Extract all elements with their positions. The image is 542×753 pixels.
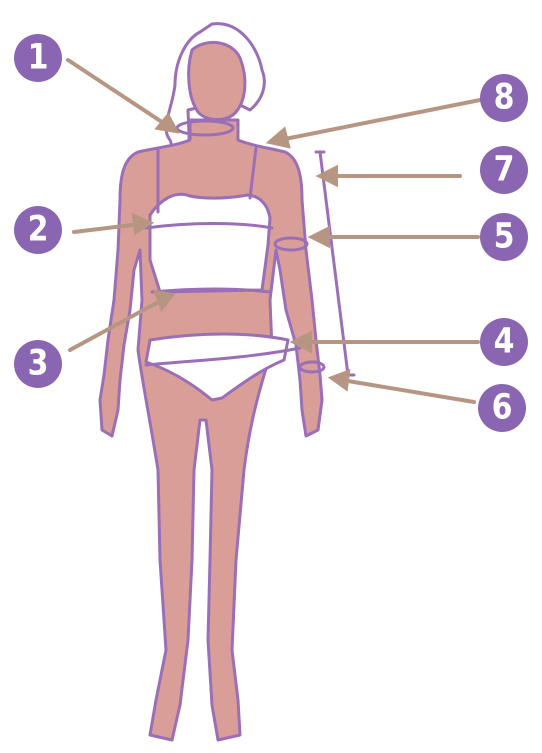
marker-6-label: 6: [492, 391, 513, 426]
arrow-1-line: [68, 60, 168, 126]
arrow-8-line: [280, 100, 480, 140]
marker-3: 3: [14, 340, 62, 388]
marker-2-label: 2: [28, 213, 49, 248]
marker-7: 7: [480, 146, 528, 194]
arrow-6-head: [332, 372, 348, 388]
marker-5-label: 5: [494, 220, 515, 255]
face: [189, 42, 245, 119]
marker-5: 5: [480, 213, 528, 261]
marker-4-label: 4: [494, 325, 515, 360]
marker-1-label: 1: [28, 41, 49, 76]
marker-8: 8: [480, 74, 528, 122]
marker-3-label: 3: [28, 347, 49, 382]
marker-7-label: 7: [494, 153, 515, 188]
marker-2: 2: [14, 206, 62, 254]
marker-1: 1: [14, 34, 62, 82]
arrow-6-line: [342, 380, 474, 402]
arrow-8-head: [270, 130, 288, 146]
marker-8-label: 8: [494, 81, 515, 116]
marker-4: 4: [480, 318, 528, 366]
arrow-5-head: [312, 229, 328, 245]
camisole-top: [150, 194, 270, 292]
marker-6: 6: [478, 384, 526, 432]
